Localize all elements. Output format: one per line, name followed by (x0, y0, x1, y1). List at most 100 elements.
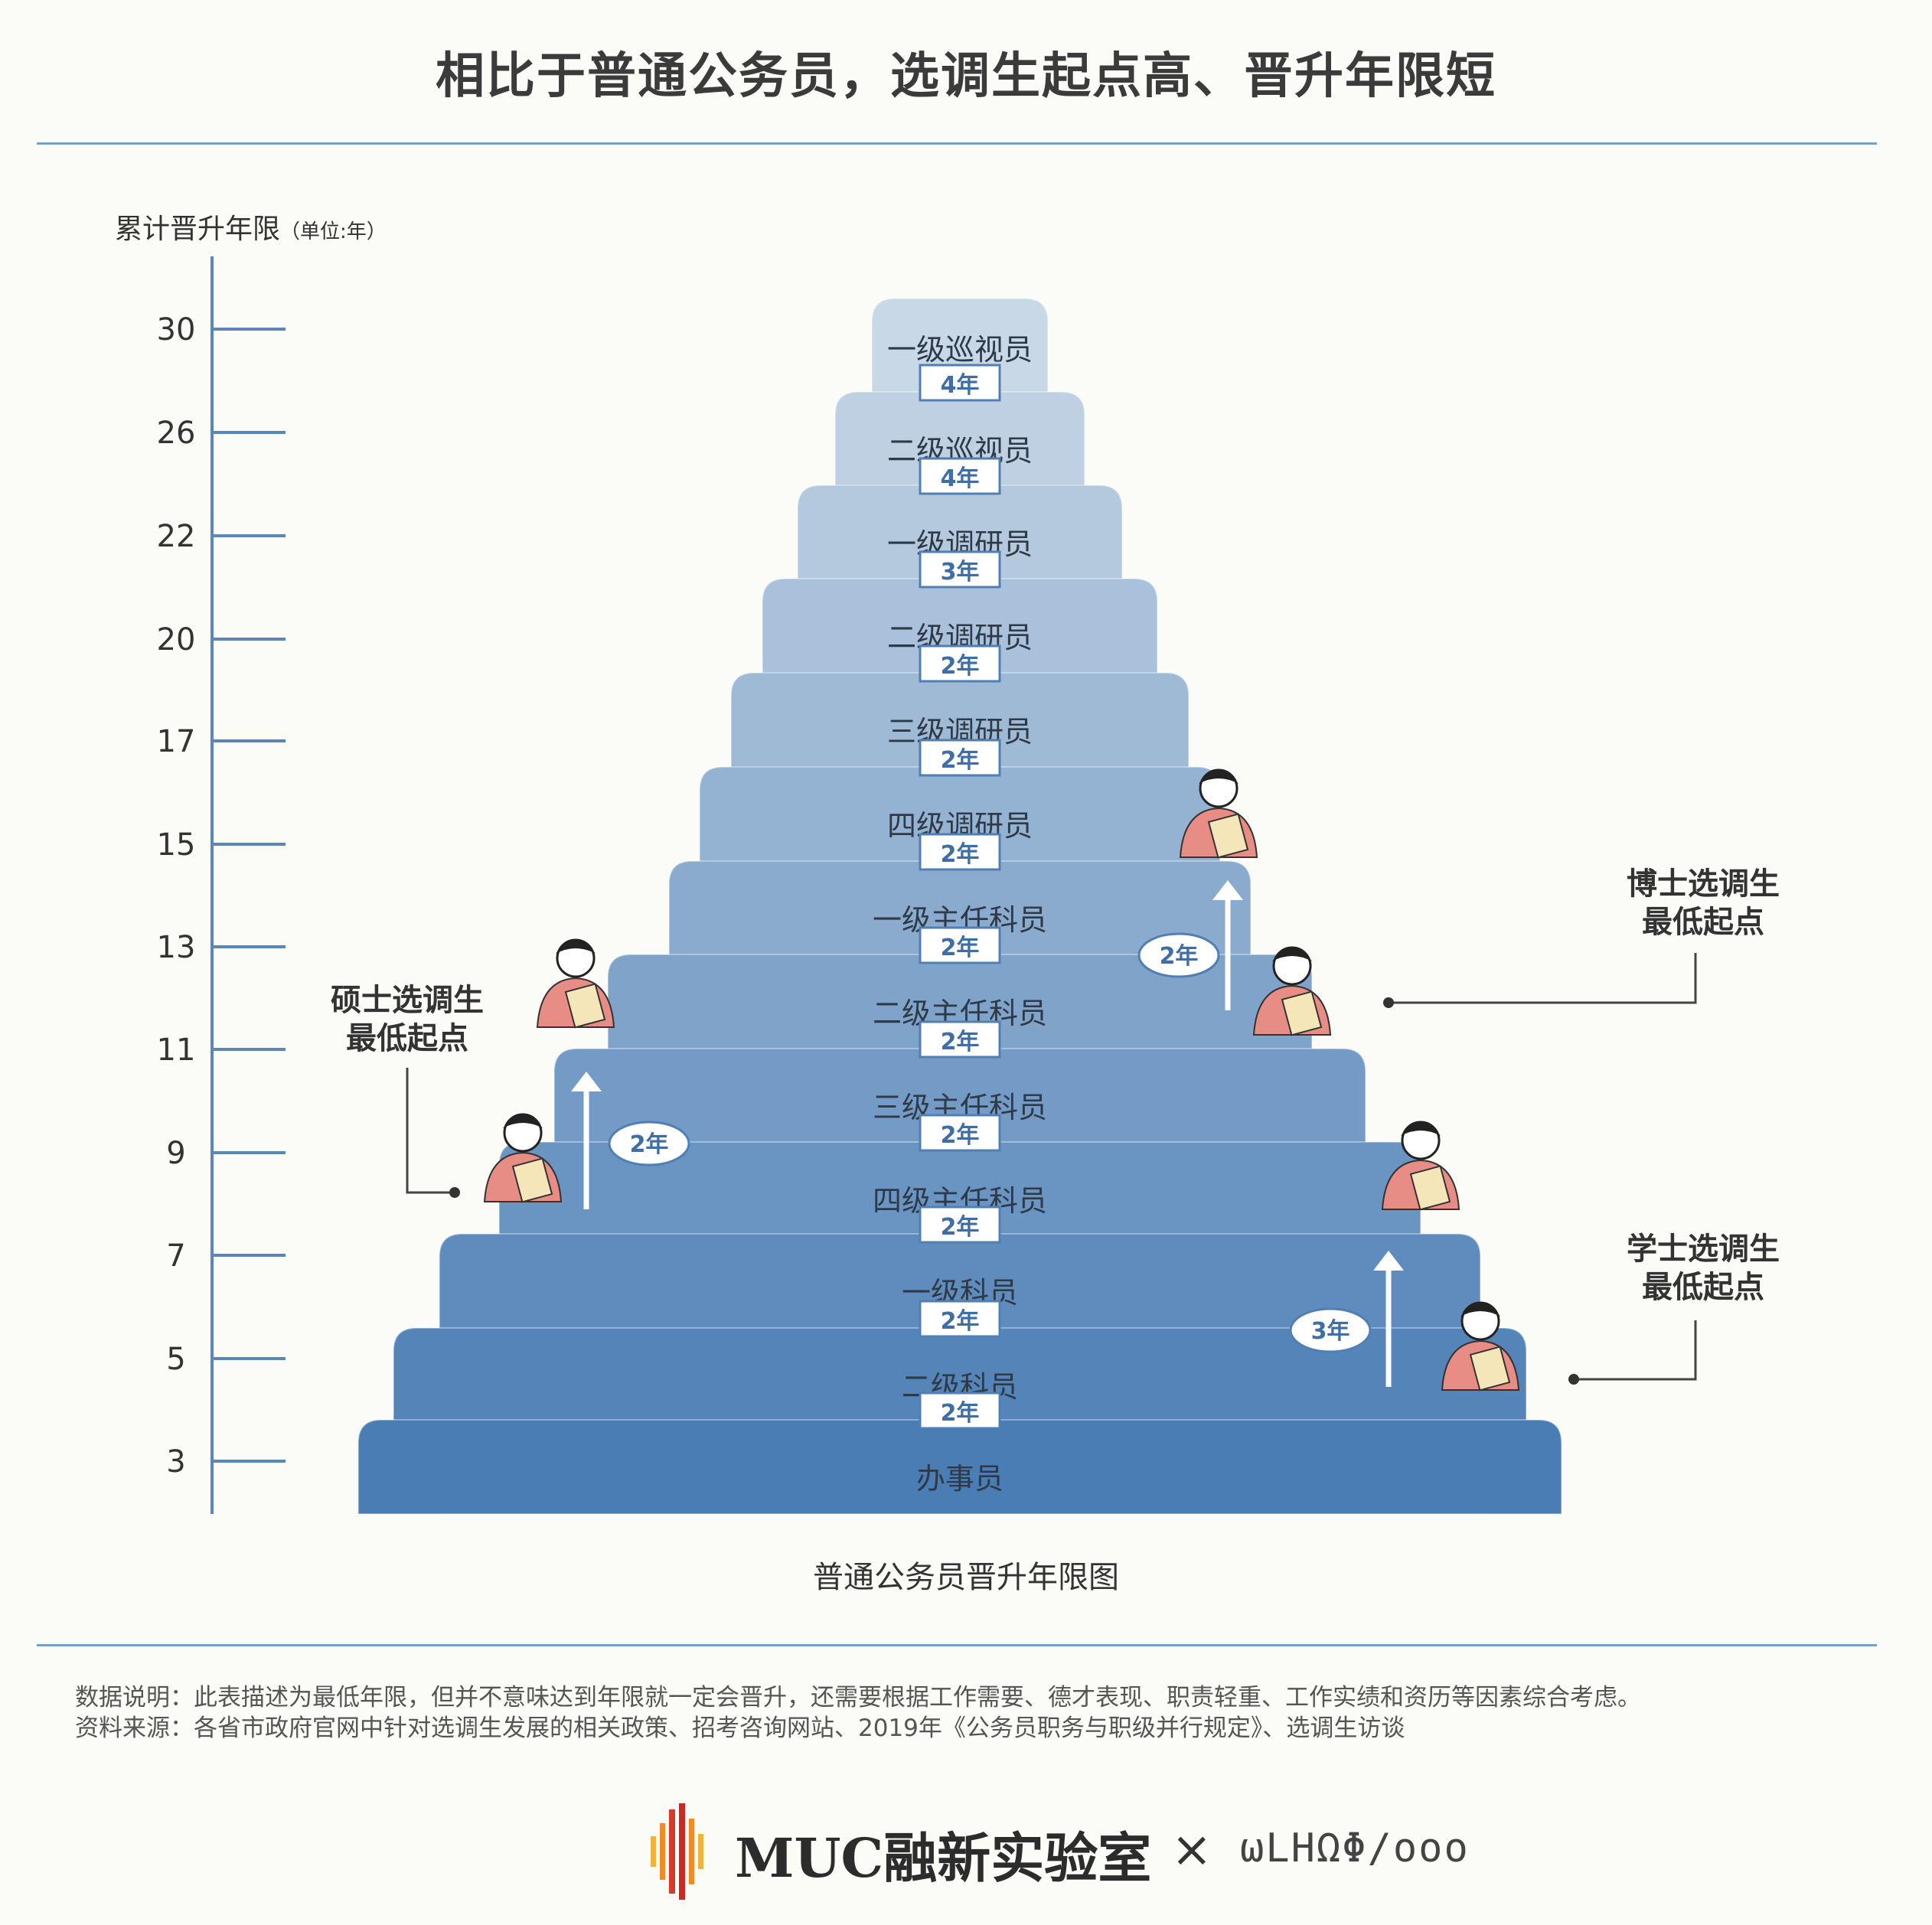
master-leader-line (406, 1068, 452, 1194)
badge-label: 2年 (941, 1214, 980, 1241)
person-hair (1460, 1303, 1500, 1317)
badge-box (919, 550, 1001, 589)
badge-label: 3年 (941, 559, 980, 586)
person-hair (1272, 948, 1312, 961)
y-tick-label: 17 (157, 724, 196, 759)
annotation-line-1: 硕士选调生 (331, 983, 484, 1018)
badge-label: 2年 (941, 1029, 980, 1055)
person-hair (1199, 770, 1239, 784)
jump-pill-label: 2年 (1160, 943, 1199, 970)
badge-label: 2年 (941, 1400, 980, 1427)
badge-box (919, 1206, 1001, 1244)
badge-label: 2年 (941, 841, 980, 868)
person-hair (503, 1114, 543, 1128)
badge-box (919, 364, 1001, 402)
promotion-pyramid-diagram: 30 26 22 20 17 15 13 11 9 7 5 3 一级巡视员二级巡视员4年一级调研员4年… (157, 256, 1780, 1515)
arrow-head (1212, 880, 1243, 900)
jump-pill-shape (1289, 1307, 1372, 1353)
y-axis-label-text: 累计晋升年限 (115, 214, 281, 245)
master-figure-upper (536, 938, 615, 1029)
pyramid-step (357, 1419, 1562, 1515)
master-jump-arrow (571, 1072, 602, 1209)
y-tick-label: 3 (166, 1444, 185, 1480)
badge-box (919, 1114, 1001, 1152)
top-divider (37, 142, 1877, 145)
y-tick-label: 30 (157, 312, 196, 347)
badge-label: 2年 (941, 935, 980, 961)
bachelor-figure-lower (1441, 1301, 1520, 1392)
y-tick-label: 7 (166, 1238, 185, 1274)
annotation-line-2: 最低起点 (1642, 1270, 1764, 1305)
phd-leader-dot (1383, 997, 1394, 1008)
y-tick-label: 15 (157, 827, 196, 863)
master-leader-dot (449, 1187, 460, 1198)
soundwave-logo-icon (651, 1803, 703, 1900)
level-label: 办事员 (916, 1462, 1004, 1496)
person-paper (1281, 990, 1323, 1036)
phd-jump-pill: 2年 (1137, 932, 1220, 978)
y-tick-label: 11 (157, 1033, 196, 1068)
bachelor-jump-pill: 3年 (1289, 1307, 1372, 1353)
person-paper (1409, 1165, 1451, 1211)
master-figure-lower (483, 1113, 563, 1203)
person-paper (1469, 1346, 1511, 1392)
source-note: 资料来源：各省市政府官网中针对选调生发展的相关政策、招考咨询网站、2019年《公… (75, 1715, 1405, 1742)
person-hair (1401, 1122, 1441, 1136)
y-tick-label: 13 (157, 930, 196, 965)
badge-box (919, 644, 1001, 683)
jump-pill-label: 3年 (1311, 1318, 1350, 1345)
badge-box (919, 1020, 1001, 1059)
annotation-line-1: 学士选调生 (1627, 1232, 1780, 1267)
phd-figure-lower (1252, 946, 1332, 1036)
footer-times: × (1171, 1822, 1212, 1878)
person-paper (1207, 813, 1249, 859)
figure-caption: 普通公务员晋升年限图 (813, 1560, 1119, 1595)
badge-box (919, 1300, 1001, 1338)
jump-pill-shape (1137, 932, 1220, 978)
badge-label: 4年 (941, 372, 980, 399)
annotation-line-2: 最低起点 (346, 1021, 468, 1056)
bachelor-jump-arrow (1373, 1251, 1404, 1387)
badge-label: 2年 (941, 653, 980, 680)
y-axis-label: 累计晋升年限（单位:年） (115, 207, 387, 246)
bottom-divider (37, 1644, 1877, 1646)
pyramid-steps: 一级巡视员二级巡视员4年一级调研员4年二级调研员3年三级调研员2年四级调研员2年… (357, 298, 1562, 1515)
y-tick-label: 9 (166, 1136, 185, 1171)
y-tick-label: 22 (157, 519, 196, 554)
level-label: 一级巡视员 (887, 333, 1033, 367)
bachelor-figure-upper (1381, 1121, 1460, 1211)
annotation-line-2: 最低起点 (1642, 905, 1764, 940)
data-note: 数据说明：此表描述为最低年限，但并不意味达到年限就一定会晋升，还需要根据工作需要… (75, 1684, 1641, 1711)
person-paper (511, 1157, 553, 1203)
arrow-head (571, 1072, 602, 1091)
y-tick-label: 5 (166, 1342, 185, 1377)
badge-box (919, 926, 1001, 964)
badge-label: 2年 (941, 747, 980, 774)
phd-jump-arrow (1212, 880, 1243, 1010)
jump-pill-shape (608, 1121, 690, 1166)
badge-label: 4年 (941, 465, 980, 492)
footer-brand: MUC融新实验室 (735, 1826, 1152, 1890)
master-jump-pill: 2年 (608, 1121, 690, 1166)
bachelor-leader-line (1577, 1320, 1697, 1381)
badge-box (919, 457, 1001, 495)
phd-leader-line (1392, 953, 1697, 1004)
y-tick-label: 20 (157, 622, 196, 657)
badge-box (919, 833, 1001, 871)
arrow-head (1373, 1251, 1404, 1271)
person-hair (556, 940, 596, 954)
jump-pill-label: 2年 (630, 1131, 669, 1158)
phd-figure-upper (1179, 768, 1258, 859)
badge-label: 2年 (941, 1308, 980, 1335)
badge-label: 2年 (941, 1122, 980, 1149)
badge-box (919, 739, 1001, 777)
y-axis: 30 26 22 20 17 15 13 11 9 7 5 3 (157, 256, 286, 1514)
y-tick-label: 26 (157, 416, 196, 451)
y-axis-unit: （单位:年） (280, 220, 387, 243)
footer-partner: ωLHΩΦ/ooo (1240, 1825, 1470, 1871)
